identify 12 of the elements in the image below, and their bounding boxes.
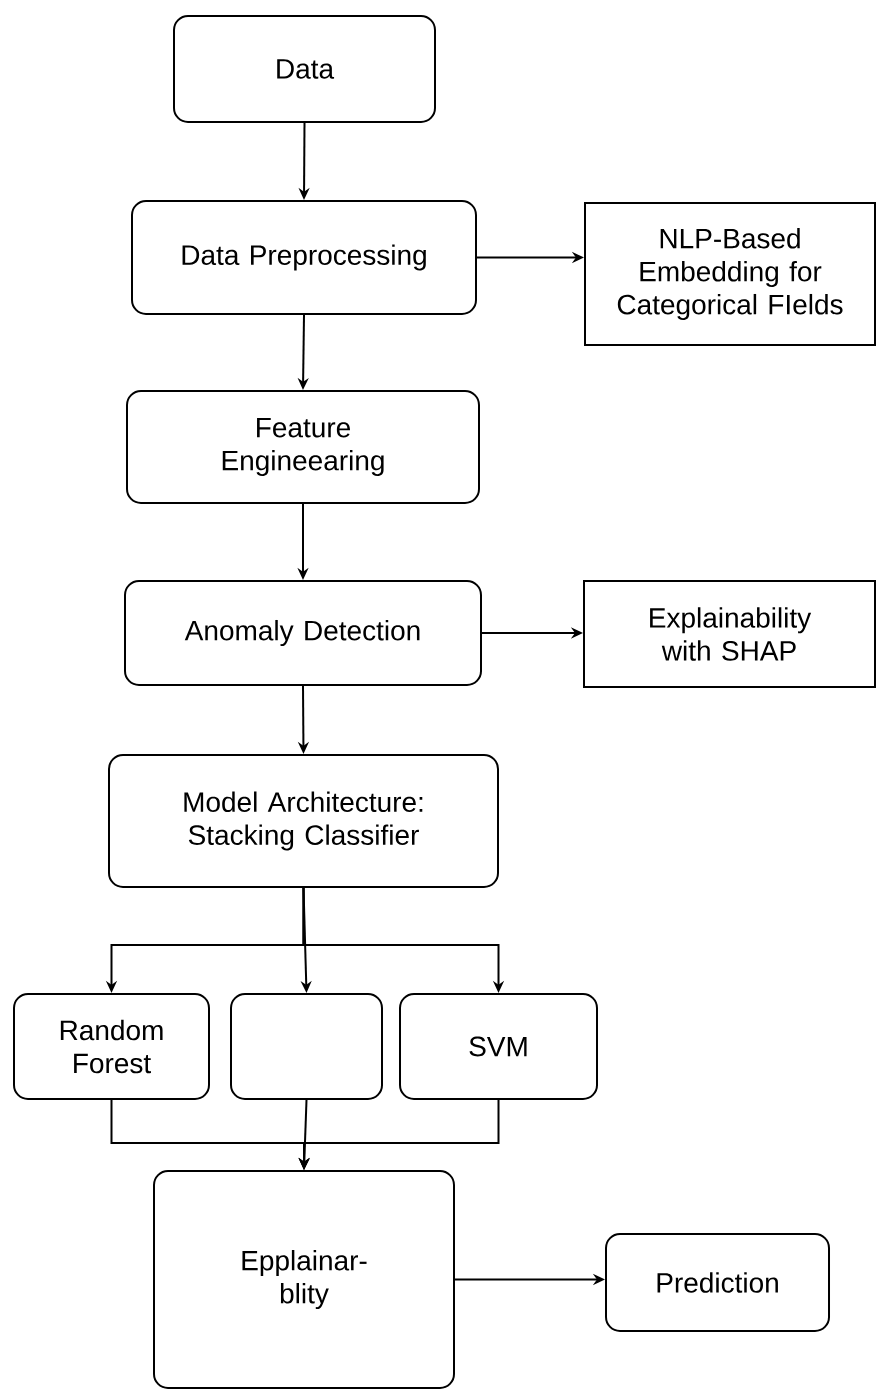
model-box: Random Forest (13, 993, 210, 1100)
process-box: Data (173, 15, 436, 123)
process-box: Epplainar- blity (153, 1170, 455, 1389)
process-box: Model Architecture: Stacking Classifier (108, 754, 499, 888)
process-box: Feature Engineearing (126, 390, 480, 504)
process-box: Data Preprocessing (131, 200, 477, 315)
process-box: Anomaly Detection (124, 580, 482, 686)
output-box: Prediction (605, 1233, 830, 1332)
model-box: SVM (399, 993, 598, 1100)
model-box (230, 993, 383, 1100)
output-box: NLP-Based Embedding for Categorical FIelds (584, 202, 876, 346)
output-box: Explainability with SHAP (583, 580, 876, 688)
